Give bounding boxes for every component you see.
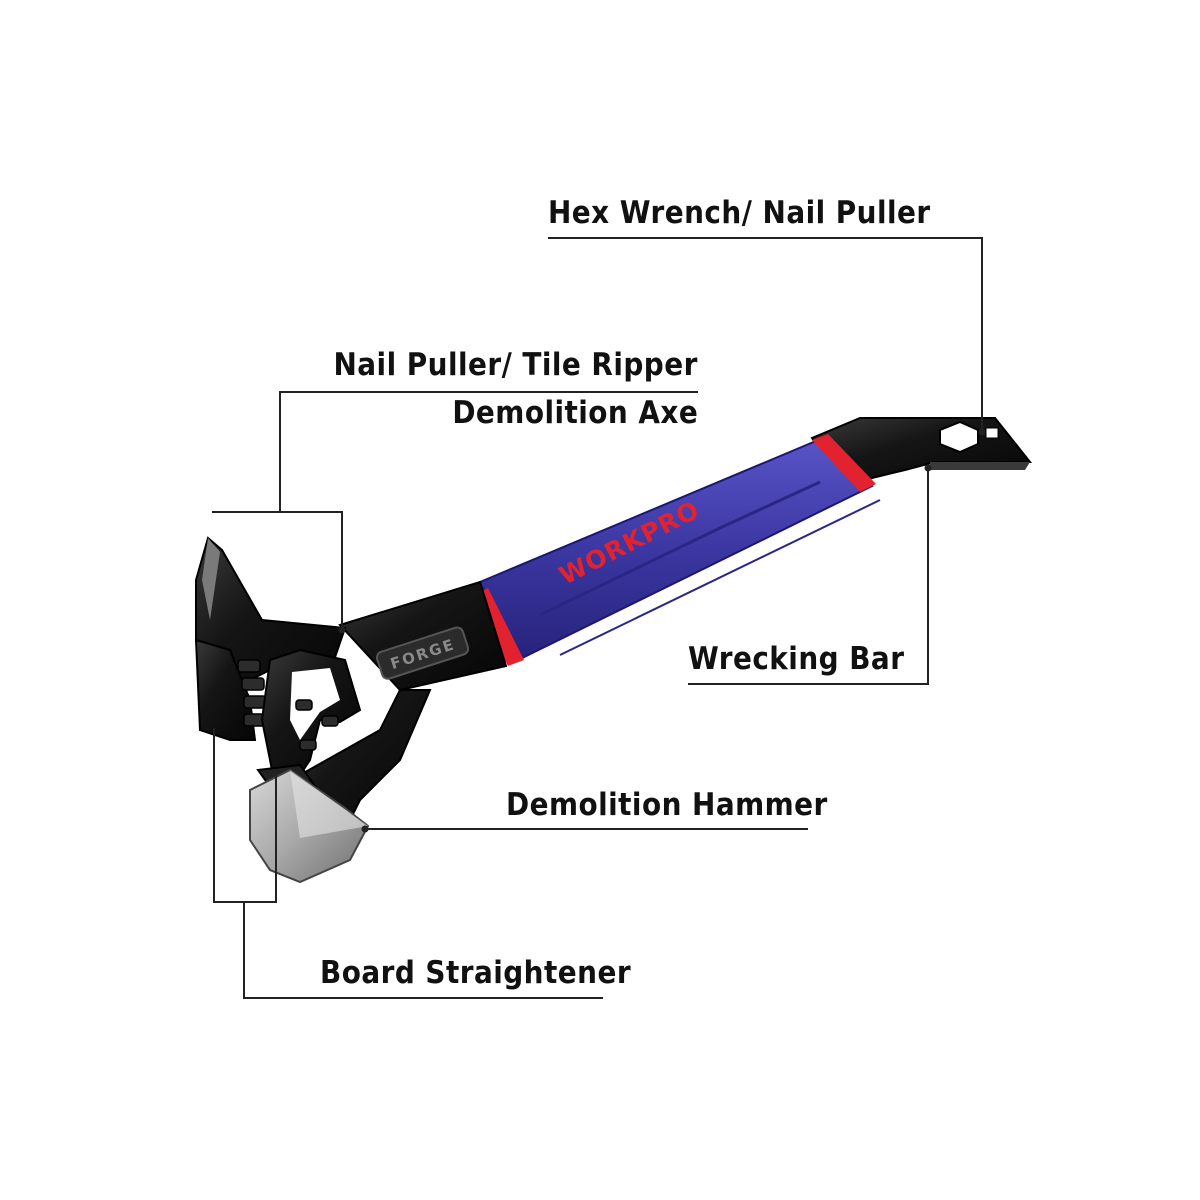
callout-bracket-nail-puller xyxy=(212,511,343,630)
callout-line-nail-puller xyxy=(279,391,698,512)
serrated-teeth xyxy=(237,659,267,727)
label-hex-wrench: Hex Wrench/ Nail Puller xyxy=(548,195,931,231)
hex-hole-icon xyxy=(939,420,979,454)
callout-lines xyxy=(212,237,986,999)
callout-line-board-straightener xyxy=(243,902,603,999)
hammer-head: FORGE xyxy=(194,536,508,884)
label-board-straightener: Board Straightener xyxy=(320,955,632,991)
callout-line-hex-wrench xyxy=(548,237,983,432)
label-demolition-axe: Demolition Axe xyxy=(452,395,698,431)
label-wrecking-bar: Wrecking Bar xyxy=(688,641,905,677)
handle: WORKPRO xyxy=(472,434,881,666)
callout-line-wrecking-bar xyxy=(688,468,929,685)
handle-ring-top xyxy=(812,434,876,492)
label-demolition-hammer: Demolition Hammer xyxy=(506,787,828,823)
label-nail-puller: Nail Puller/ Tile Ripper xyxy=(333,347,698,383)
